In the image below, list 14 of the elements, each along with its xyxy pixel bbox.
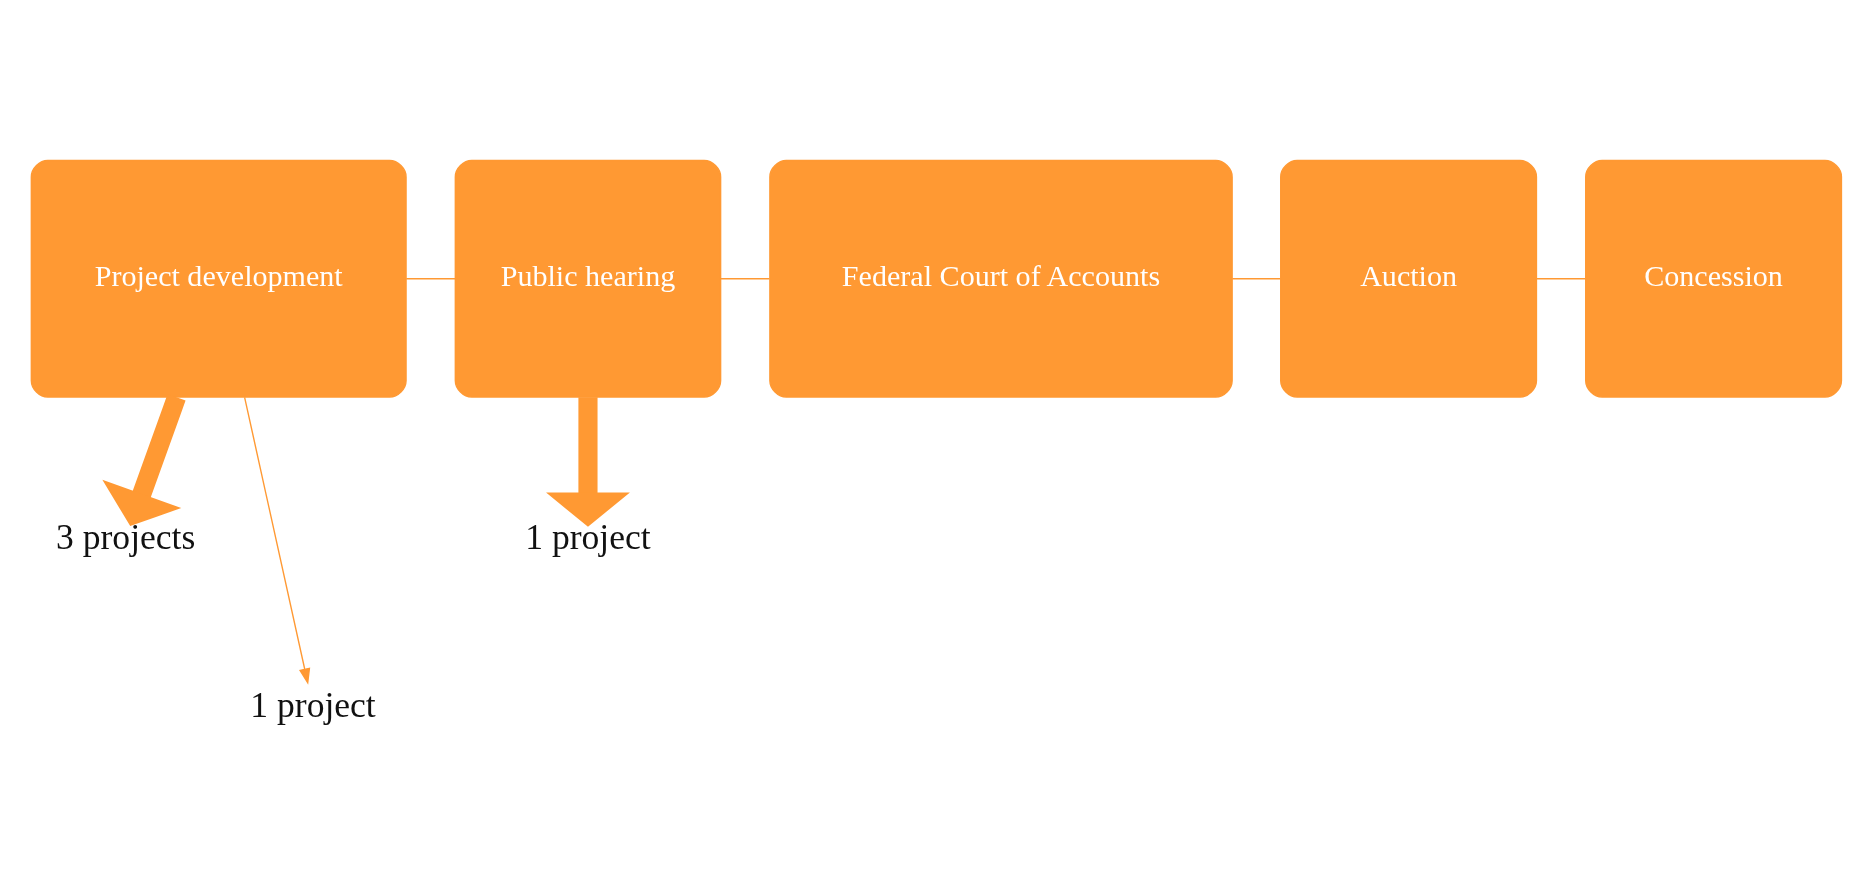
node-box: Concession: [1585, 159, 1843, 398]
node-box: Auction: [1280, 159, 1538, 398]
connector: [1535, 277, 1587, 279]
node-text: 1 project: [525, 516, 651, 557]
node-box: Federal Court of Accounts: [769, 159, 1233, 398]
connector: [405, 277, 456, 279]
arrow: [243, 396, 311, 685]
connector: [1231, 277, 1282, 279]
node-text: 3 projects: [56, 516, 196, 557]
arrow: [546, 396, 630, 527]
node-box: Public hearing: [454, 159, 722, 398]
node-box: Project development: [30, 159, 407, 398]
node-text: 1 project: [250, 684, 376, 725]
connector: [720, 277, 771, 279]
